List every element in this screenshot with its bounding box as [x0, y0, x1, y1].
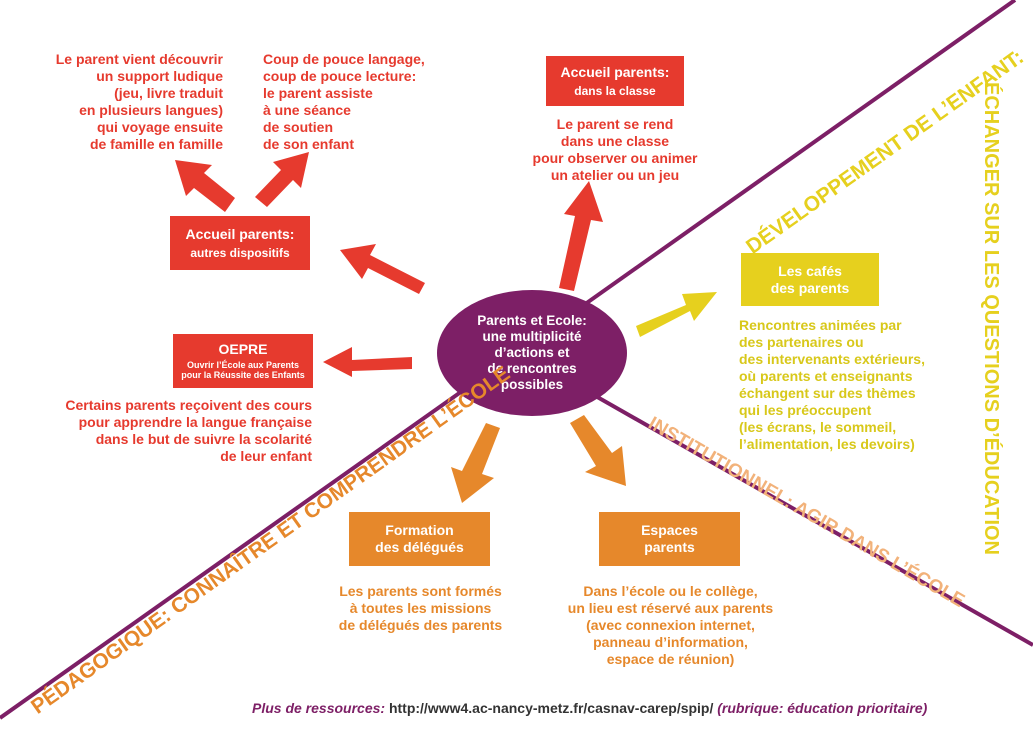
oepre-sub-1: Ouvrir l’École aux Parents — [186, 359, 300, 370]
accueil-classe-title: Accueil parents: — [560, 63, 670, 80]
arrow-to-accueil-autres — [340, 244, 425, 294]
support-ludique-text: Le parent vient découvrir un support lud… — [55, 51, 223, 152]
center-line-2: une multiplicité — [482, 329, 582, 344]
center-topic: Parents et Ecole: une multiplicité d’act… — [437, 290, 627, 416]
accueil-autres-title: Accueil parents: — [185, 225, 295, 242]
formation-title: Formation — [385, 522, 454, 539]
cafes-subtitle: des parents — [770, 279, 850, 296]
arrow-to-espaces — [570, 415, 626, 486]
accueil-classe-box: Accueil parents: dans la classe — [546, 56, 684, 106]
footer-tail: (rubrique: éducation prioritaire) — [717, 700, 928, 716]
arrow-to-coup-de-pouce — [255, 152, 309, 207]
espaces-description: Dans l’école ou le collège, un lieu est … — [567, 583, 774, 667]
center-line-3: d’actions et — [494, 345, 570, 360]
formation-box: Formation des délégués — [349, 512, 490, 566]
cafes-title: Les cafés — [778, 262, 842, 279]
center-line-1: Parents et Ecole: — [477, 313, 587, 328]
label-echanger: ÉCHANGER SUR LES QUESTIONS D’ÉDUCATION — [980, 82, 1002, 555]
espaces-subtitle: parents — [644, 539, 695, 555]
center-line-5: possibles — [500, 377, 564, 392]
classe-text: Le parent se rend dans une classe pour o… — [532, 116, 698, 183]
oepre-title: OEPRE — [218, 340, 268, 357]
oepre-sub-2: pour la Réussite des Enfants — [181, 370, 305, 381]
center-line-4: de rencontres — [487, 361, 577, 376]
oepre-box: OEPRE Ouvrir l’École aux Parents pour la… — [173, 334, 313, 388]
arrow-to-cafes — [636, 292, 717, 337]
arrow-to-support-ludique — [175, 160, 235, 212]
coup-de-pouce-text: Coup de pouce langage, coup de pouce lec… — [263, 51, 425, 152]
formation-description: Les parents sont formés à toutes les mis… — [338, 583, 503, 633]
arrow-to-formation — [451, 423, 500, 503]
espaces-box: Espaces parents — [599, 512, 740, 566]
arrow-to-oepre — [323, 347, 412, 377]
accueil-classe-subtitle: dans la classe — [574, 83, 656, 98]
arrow-to-accueil-classe — [559, 181, 603, 291]
footer-lead: Plus de ressources: — [252, 700, 386, 716]
oepre-description: Certains parents reçoivent des cours pou… — [65, 397, 312, 464]
espaces-title: Espaces — [641, 522, 698, 539]
accueil-autres-box: Accueil parents: autres dispositifs — [170, 216, 310, 270]
accueil-autres-subtitle: autres dispositifs — [190, 245, 290, 260]
cafes-box: Les cafés des parents — [741, 253, 879, 306]
footer-resources: Plus de ressources: http://www4.ac-nancy… — [252, 700, 927, 716]
cafes-description: Rencontres animées par des partenaires o… — [739, 317, 925, 452]
divider-line-right — [519, 351, 1033, 647]
formation-subtitle: des délégués — [375, 539, 464, 555]
footer-url-link[interactable]: http://www4.ac-nancy-metz.fr/casnav-care… — [388, 700, 714, 716]
